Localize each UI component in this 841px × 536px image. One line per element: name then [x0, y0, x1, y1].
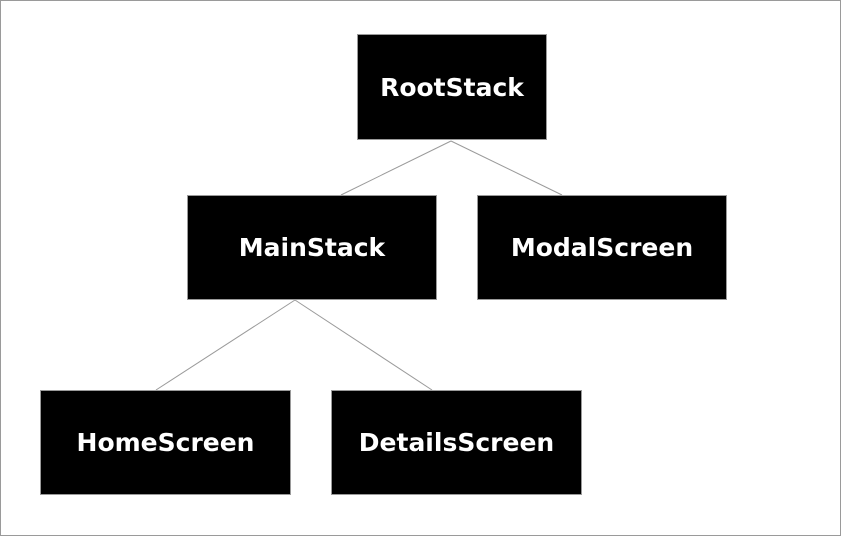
- edge-rootstack-modalscreen: [450, 140, 563, 196]
- node-homescreen[interactable]: HomeScreen: [40, 390, 291, 495]
- edge-mainstack-detailsscreen: [294, 299, 433, 391]
- node-homescreen-label: HomeScreen: [76, 428, 255, 457]
- node-modalscreen-label: ModalScreen: [510, 233, 694, 262]
- node-mainstack-label: MainStack: [238, 233, 386, 262]
- node-rootstack[interactable]: RootStack: [357, 34, 547, 140]
- node-rootstack-label: RootStack: [380, 72, 524, 102]
- node-detailsscreen-label: DetailsScreen: [358, 428, 555, 457]
- node-mainstack[interactable]: MainStack: [187, 195, 437, 300]
- edge-mainstack-homescreen: [155, 299, 296, 391]
- node-modalscreen[interactable]: ModalScreen: [477, 195, 727, 300]
- node-detailsscreen[interactable]: DetailsScreen: [331, 390, 582, 495]
- edge-rootstack-mainstack: [340, 140, 452, 196]
